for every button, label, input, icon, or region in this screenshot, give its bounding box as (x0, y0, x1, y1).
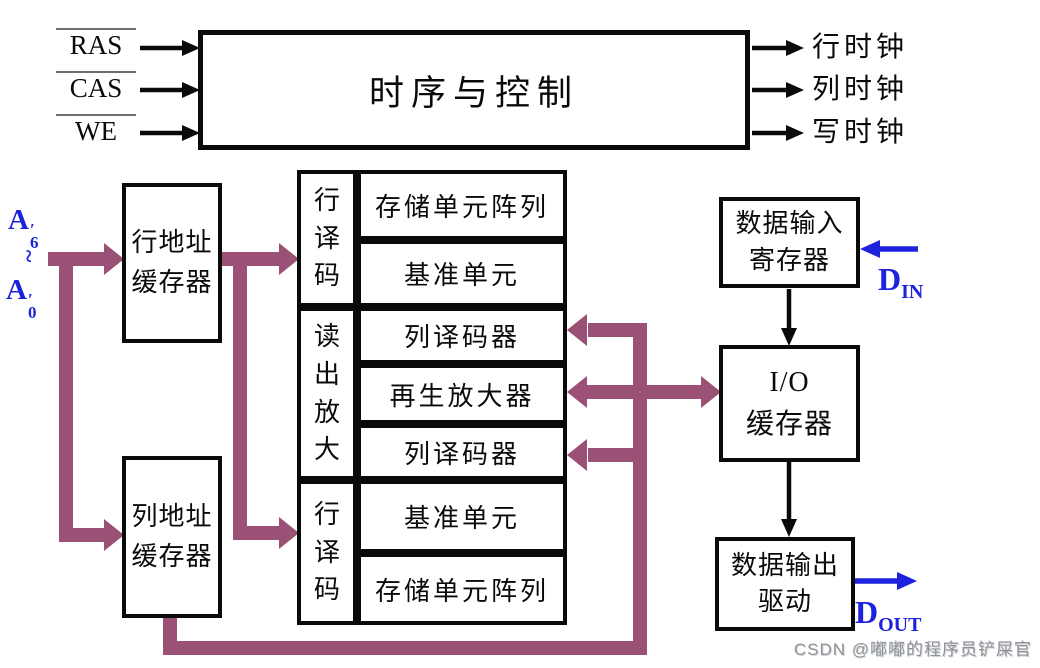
clock-output-arrows (752, 40, 804, 141)
address-range-tilde: ~ (15, 249, 42, 263)
row-clock-label: 行时钟 (812, 32, 909, 63)
timing-control-title: 时序与控制 (368, 73, 579, 113)
column-clock-label: 列时钟 (812, 74, 909, 105)
row-decoder-top-section: 行译码 (297, 170, 357, 307)
timing-input-arrows (140, 40, 200, 141)
regeneration-amplifier-row: 再生放大器 (357, 364, 567, 424)
prime-mark: ′ (29, 220, 35, 239)
d-in-label: DIN (878, 261, 924, 303)
row-address-buffer-box: 行地址 缓存器 (122, 183, 222, 343)
csdn-watermark: CSDN @嘟嘟的程序员铲屎官 (793, 640, 1032, 659)
data-path-arrows (781, 289, 797, 537)
reference-cell-top-row: 基准单元 (357, 240, 567, 307)
address-low-label: A′0 (6, 274, 37, 322)
row-decoder-bottom-section: 行译码 (297, 480, 357, 625)
column-decoder-bottom-row: 列译码器 (357, 424, 567, 480)
cas-signal-label: CAS (56, 71, 136, 104)
data-output-driver-box: 数据输出 驱动 (715, 537, 855, 631)
column-address-to-decoder-wire (163, 314, 721, 655)
we-signal-label: WE (56, 114, 136, 147)
d-out-label: DOUT (855, 594, 922, 636)
address-input-wire (48, 243, 124, 551)
write-clock-label: 写时钟 (812, 117, 909, 148)
address-high-label: A′6 (8, 204, 39, 252)
d-out-arrow (855, 572, 917, 590)
row-address-to-decoder-wire (222, 243, 299, 549)
memory-cell-array-bottom-row: 存储单元阵列 (357, 553, 567, 625)
memory-core-block: 行译码 读出放大 行译码 存储单元阵列 基准单元 列译码器 再生放大器 列译码器… (297, 170, 567, 625)
d-in-arrow (860, 240, 918, 258)
timing-control-box: 时序与控制 (198, 30, 750, 150)
column-decoder-top-row: 列译码器 (357, 307, 567, 364)
ras-signal-label: RAS (56, 28, 136, 61)
column-address-buffer-box: 列地址 缓存器 (122, 456, 222, 618)
data-input-register-box: 数据输入 寄存器 (719, 197, 860, 288)
prime-mark: ′ (27, 290, 33, 309)
io-buffer-box: I/O 缓存器 (719, 345, 860, 462)
memory-cell-array-top-row: 存储单元阵列 (357, 170, 567, 240)
reference-cell-bottom-row: 基准单元 (357, 480, 567, 553)
sense-amplifier-section: 读出放大 (297, 307, 357, 480)
